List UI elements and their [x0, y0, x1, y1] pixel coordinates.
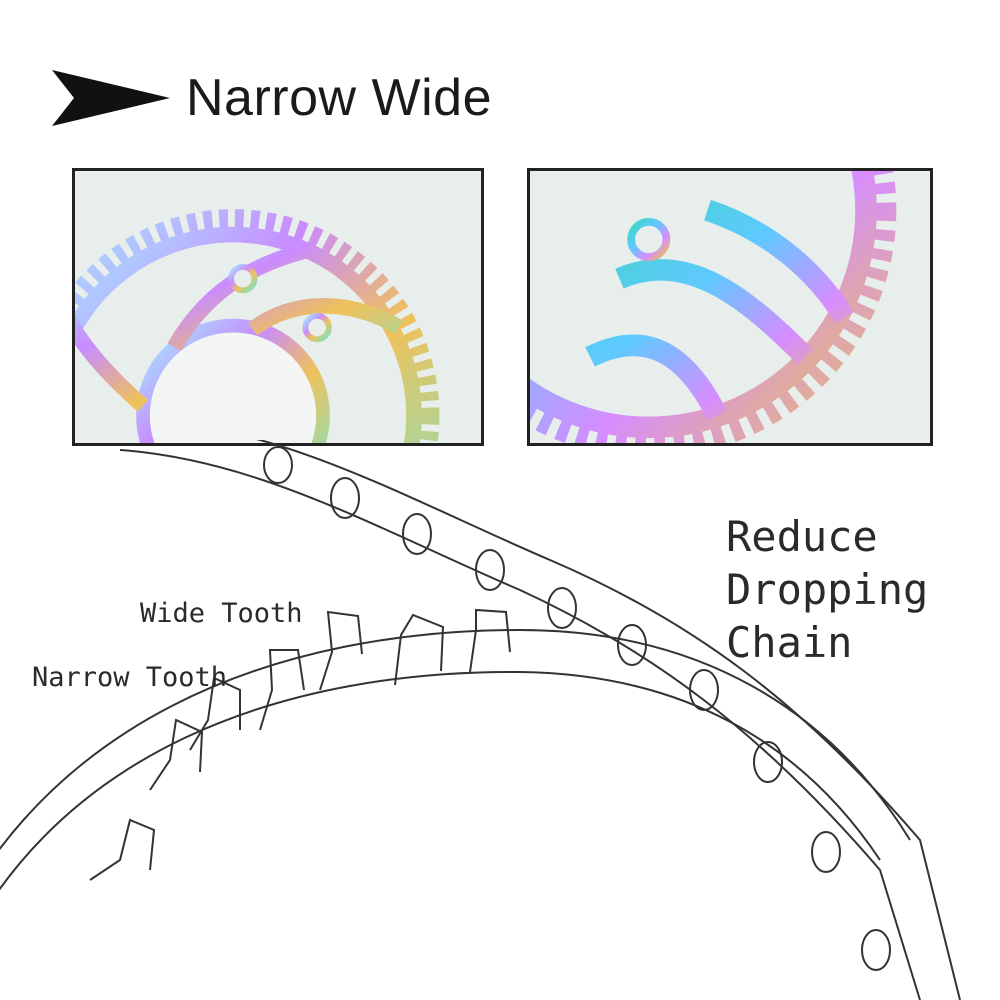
- wide-tooth-label: Wide Tooth: [140, 598, 303, 629]
- chain: [119, 440, 961, 1000]
- chainring-closeup-right: [527, 168, 933, 446]
- arrow-right-icon: [52, 70, 170, 126]
- callout-line-1: Reduce: [726, 512, 878, 561]
- callout-line-3: Chain: [726, 618, 853, 667]
- callout-line-2: Dropping: [726, 565, 929, 614]
- reduce-dropping-chain-callout: Reduce Dropping Chain: [726, 510, 928, 669]
- header: Narrow Wide: [52, 66, 492, 130]
- chainring-closeup-left: [72, 168, 484, 446]
- chain-and-chainring-diagram: [0, 440, 961, 1000]
- chain-pins: [263, 446, 891, 971]
- chainring-illustration: [75, 171, 480, 443]
- page-title: Narrow Wide: [186, 69, 492, 127]
- chainring-illustration: [530, 171, 929, 443]
- narrow-tooth-label: Narrow Tooth: [32, 662, 228, 693]
- chainring-inner-edge: [0, 670, 881, 891]
- chainring-teeth: [89, 608, 511, 881]
